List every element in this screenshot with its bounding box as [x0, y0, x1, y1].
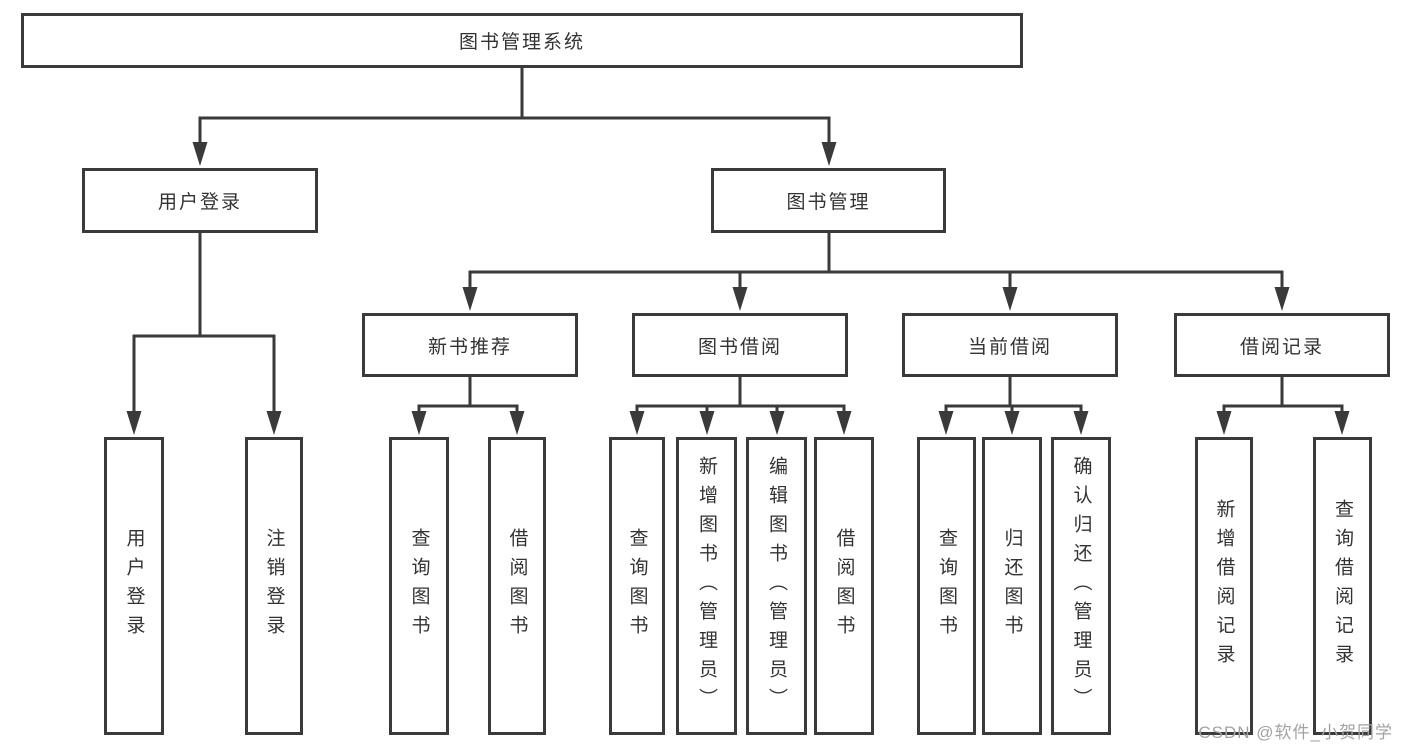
leaf-edit-book-admin: 编辑图书（管理员） [746, 437, 807, 735]
leaf-return-books: 归还图书 [982, 437, 1042, 735]
node-label: 图书管理系统 [458, 32, 585, 53]
node-label: 图书借阅 [697, 336, 782, 358]
node-borrow-records: 借阅记录 [1174, 313, 1390, 377]
node-label: 当前借阅 [967, 336, 1052, 358]
leaf-borrow-books-borrow: 借阅图书 [814, 437, 874, 735]
node-current-borrow: 当前借阅 [902, 313, 1118, 377]
node-book-management: 图书管理 [711, 168, 946, 233]
leaf-query-books-recommend: 查询图书 [389, 437, 449, 735]
node-label: 归还图书 [1001, 528, 1023, 644]
node-book-borrow: 图书借阅 [632, 313, 848, 377]
node-label: 新增借阅记录 [1213, 499, 1235, 673]
node-label: 编辑图书（管理员） [766, 455, 787, 717]
node-label: 新书推荐 [427, 336, 512, 358]
leaf-confirm-return-admin: 确认归还（管理员） [1051, 437, 1111, 735]
leaf-query-books-current: 查询图书 [917, 437, 976, 735]
node-label: 注销登录 [263, 528, 285, 644]
node-new-book-recommend: 新书推荐 [362, 313, 578, 377]
node-label: 借阅图书 [833, 528, 855, 644]
watermark: CSDN @软件_小贺同学 [1198, 723, 1393, 742]
leaf-add-borrow-record: 新增借阅记录 [1195, 437, 1253, 735]
node-label: 查询图书 [626, 528, 648, 644]
node-label: 查询图书 [936, 528, 957, 644]
leaf-query-borrow-record: 查询借阅记录 [1313, 437, 1372, 735]
leaf-query-books-borrow: 查询图书 [609, 437, 665, 735]
node-label: 用户登录 [123, 528, 145, 644]
node-label: 借阅图书 [506, 528, 528, 644]
node-label: 查询图书 [408, 528, 430, 644]
node-label: 图书管理 [786, 192, 871, 213]
node-label: 新增图书（管理员） [696, 455, 717, 717]
node-user-login: 用户登录 [82, 168, 318, 233]
node-label: 查询借阅记录 [1332, 499, 1353, 673]
leaf-user-login: 用户登录 [104, 437, 164, 735]
node-library-management-system: 图书管理系统 [21, 13, 1023, 68]
node-label: 确认归还（管理员） [1070, 455, 1092, 717]
leaf-borrow-books-recommend: 借阅图书 [488, 437, 546, 735]
node-label: 用户登录 [157, 192, 242, 213]
leaf-logout: 注销登录 [245, 437, 303, 735]
leaf-add-book-admin: 新增图书（管理员） [676, 437, 737, 735]
node-label: 借阅记录 [1239, 336, 1324, 358]
